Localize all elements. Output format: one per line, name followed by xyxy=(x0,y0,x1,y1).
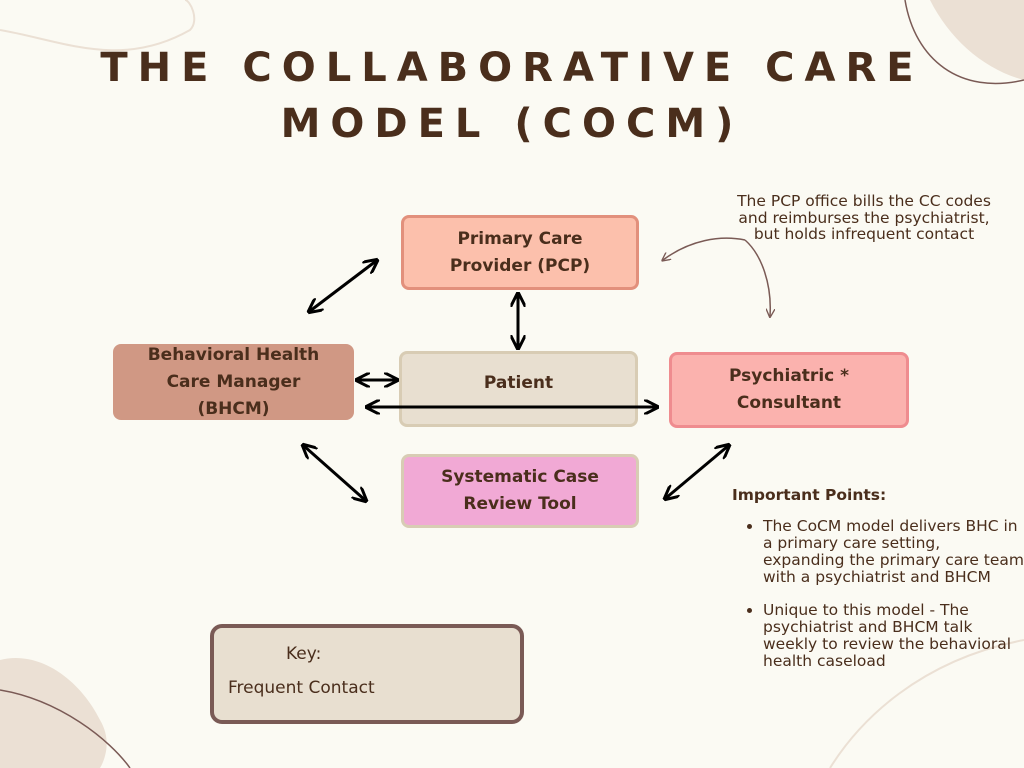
psychiatric-consultant-node: Psychiatric * Consultant xyxy=(669,352,909,428)
important-point-item: The CoCM model delivers BHC in a primary… xyxy=(763,518,1024,586)
key-title: Key: xyxy=(286,644,322,664)
important-points-list: The CoCM model delivers BHC in a primary… xyxy=(745,518,1024,686)
legend-key: Key: Frequent Contact xyxy=(210,624,524,724)
key-frequent-contact-label: Frequent Contact xyxy=(228,678,375,698)
important-point-item: Unique to this model - The psychiatrist … xyxy=(763,602,1024,670)
billing-note: The PCP office bills the CC codes and re… xyxy=(737,192,991,243)
bhcm-node: Behavioral Health Care Manager (BHCM) xyxy=(113,344,354,420)
patient-node: Patient xyxy=(399,351,638,427)
important-points-heading: Important Points: xyxy=(732,486,887,504)
systematic-case-review-tool-node: Systematic Case Review Tool xyxy=(401,454,639,528)
page-title: THE COLLABORATIVE CARE MODEL (COCM) xyxy=(100,45,924,147)
pcp-node: Primary Care Provider (PCP) xyxy=(401,215,639,290)
